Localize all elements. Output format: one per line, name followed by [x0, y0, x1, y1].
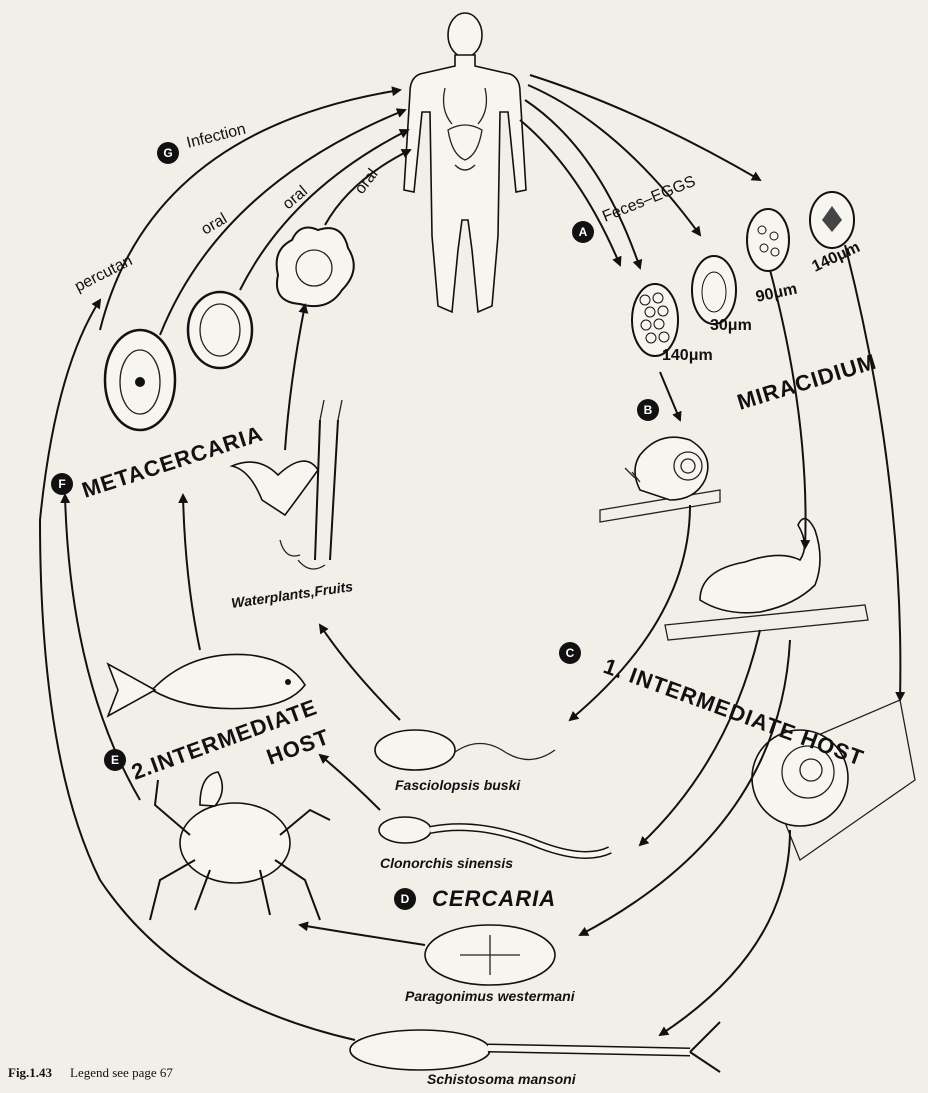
cyst-oral-2: [277, 228, 354, 307]
oral-label-1: oral: [199, 210, 231, 238]
svg-text:A: A: [579, 225, 588, 239]
cercaria-fasciolopsis: [375, 730, 555, 770]
badge-g: G: [157, 142, 179, 164]
species-paragonimus: Paragonimus westermani: [405, 988, 576, 1004]
svg-text:G: G: [163, 146, 172, 160]
species-fasciolopsis: Fasciolopsis buski: [395, 777, 521, 793]
cyst-oral-1: [188, 292, 252, 368]
egg-size-1: 140μm: [662, 347, 713, 364]
feces-eggs-label: Feces–EGGS: [600, 173, 698, 226]
infection-label: Infection: [185, 121, 248, 152]
egg-2: [692, 256, 736, 324]
cercaria-schistosoma: [350, 1022, 720, 1072]
svg-text:B: B: [644, 403, 653, 417]
badge-e: E: [104, 749, 126, 771]
oral-label-2: oral: [280, 183, 311, 213]
egg-4: [810, 192, 854, 248]
species-clonorchis: Clonorchis sinensis: [380, 855, 513, 871]
snail-1: [600, 437, 720, 522]
percutan-label: percutan: [72, 252, 135, 295]
badge-f: F: [51, 473, 73, 495]
first-intermediate-host-label: 1. INTERMEDIATE HOST: [600, 653, 867, 771]
species-schistosoma: Schistosoma mansoni: [427, 1071, 577, 1087]
figure-number: Fig.1.43: [8, 1065, 53, 1080]
egg-size-3: 90μm: [754, 281, 798, 306]
svg-text:C: C: [566, 646, 575, 660]
badge-d: D: [394, 888, 416, 910]
cercaria-clonorchis: [379, 817, 610, 855]
badge-c: C: [559, 642, 581, 664]
badge-a: A: [572, 221, 594, 243]
waterplants-label: Waterplants,Fruits: [230, 578, 354, 611]
egg-3: [747, 209, 789, 271]
cercaria-paragonimus: [425, 925, 555, 985]
human-host: [404, 13, 526, 312]
crab: [150, 772, 330, 920]
egg-size-2: 30μm: [710, 317, 752, 334]
miracidium-label: MIRACIDIUM: [734, 349, 879, 415]
svg-text:E: E: [111, 753, 119, 767]
egg-1: [632, 284, 678, 356]
figure-caption: Legend see page 67: [70, 1065, 173, 1080]
cercaria-label: CERCARIA: [432, 886, 556, 911]
badge-b: B: [637, 399, 659, 421]
metacercaria-label: METACERCARIA: [79, 421, 266, 503]
oral-label-3: oral: [352, 166, 382, 197]
svg-text:F: F: [58, 477, 65, 491]
snail-2: [665, 519, 868, 640]
cyst-percutan: [105, 330, 175, 430]
svg-text:D: D: [401, 892, 410, 906]
